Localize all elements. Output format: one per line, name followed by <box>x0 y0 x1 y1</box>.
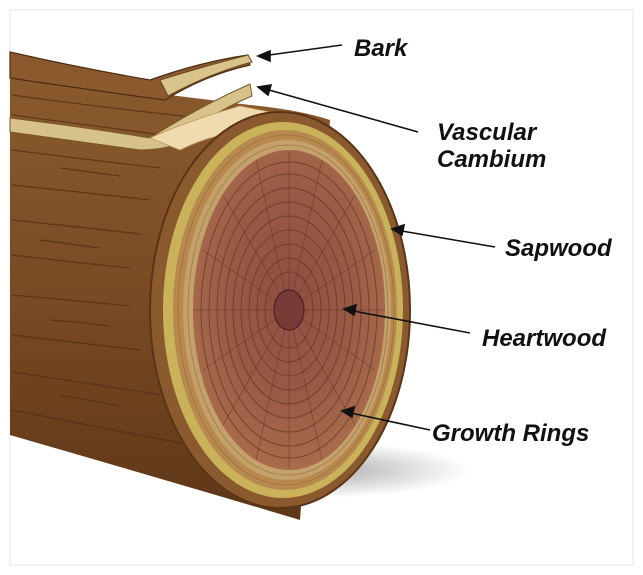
bark-pointer <box>262 45 342 56</box>
growth-rings-label: Growth Rings <box>432 420 589 447</box>
sapwood-pointer <box>396 230 495 247</box>
vascular-cambium-label-line2: Cambium <box>437 146 546 173</box>
vascular-cambium-label-line1: Vascular <box>437 119 538 146</box>
heartwood-label: Heartwood <box>482 325 607 352</box>
sapwood-label: Sapwood <box>505 235 613 262</box>
bark-label: Bark <box>354 35 409 62</box>
pith <box>274 290 304 330</box>
